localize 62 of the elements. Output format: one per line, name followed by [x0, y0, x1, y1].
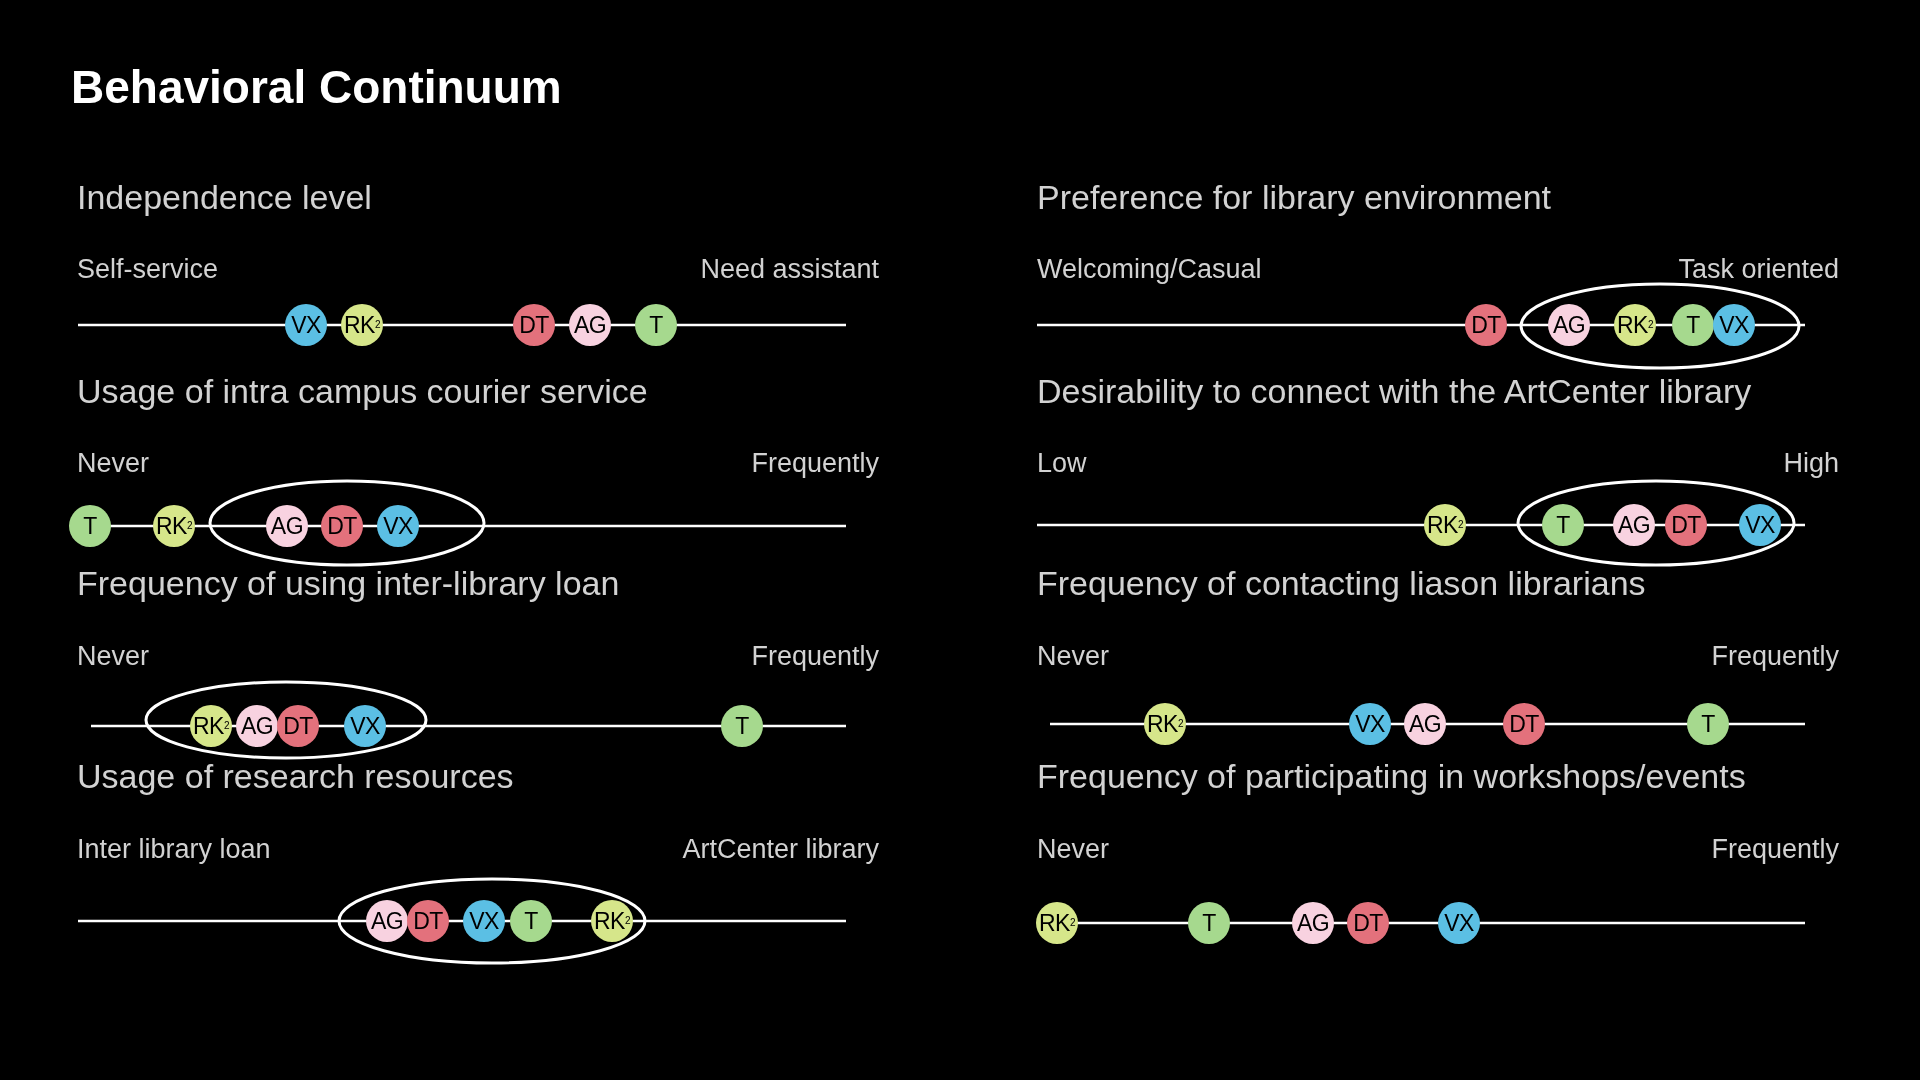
persona-circle: VX — [285, 304, 327, 346]
persona-circle: VX — [1349, 703, 1391, 745]
scale-end-label: Need assistant — [700, 252, 879, 286]
persona-circle: T — [721, 705, 763, 747]
scale-end-label: High — [1783, 446, 1839, 480]
persona-circle: T — [635, 304, 677, 346]
persona-circle: T — [1672, 304, 1714, 346]
scale-end-label: ArtCenter library — [682, 832, 879, 866]
scale-heading: Desirability to connect with the ArtCenter library — [1037, 370, 1752, 412]
scale-heading: Usage of research resources — [77, 755, 514, 797]
scale-heading: Preference for library environment — [1037, 176, 1551, 218]
scale-end-label: Task oriented — [1678, 252, 1839, 286]
persona-circle: AG — [1404, 703, 1446, 745]
persona-circle: DT — [1465, 304, 1507, 346]
scale-heading: Frequency of contacting liason librarians — [1037, 562, 1646, 604]
persona-circle: T — [510, 900, 552, 942]
persona-circle: T — [1188, 902, 1230, 944]
scale-end-label: Frequently — [751, 639, 879, 673]
grouping-ellipse — [144, 680, 428, 760]
persona-circle: DT — [1665, 504, 1707, 546]
persona-circle: DT — [321, 505, 363, 547]
persona-circle: DT — [277, 705, 319, 747]
persona-circle: AG — [569, 304, 611, 346]
grouping-ellipse — [208, 479, 486, 567]
diagram-title: Behavioral Continuum — [71, 60, 562, 116]
scale-heading: Frequency of using inter-library loan — [77, 562, 620, 604]
scale-end-label: Never — [77, 639, 150, 673]
scale-end-label: Frequently — [1711, 832, 1839, 866]
grouping-ellipse — [337, 877, 647, 965]
persona-circle: AG — [266, 505, 308, 547]
scale-heading: Usage of intra campus courier service — [77, 370, 648, 412]
persona-circle: AG — [366, 900, 408, 942]
persona-circle: AG — [1292, 902, 1334, 944]
scale-end-label: Self-service — [77, 252, 219, 286]
persona-circle: DT — [1347, 902, 1389, 944]
scale-end-label: Never — [1037, 639, 1110, 673]
grouping-ellipse — [1519, 282, 1801, 370]
persona-circle: AG — [1613, 504, 1655, 546]
scale-end-label: Frequently — [751, 446, 879, 480]
scale-end-label: Frequently — [1711, 639, 1839, 673]
scale-end-label: Never — [1037, 832, 1110, 866]
persona-circle: VX — [463, 900, 505, 942]
scale-end-label: Welcoming/Casual — [1037, 252, 1262, 286]
scale-end-label: Low — [1037, 446, 1087, 480]
persona-circle: VX — [344, 705, 386, 747]
persona-circle: T — [1687, 703, 1729, 745]
persona-circle: VX — [1713, 304, 1755, 346]
persona-circle: DT — [513, 304, 555, 346]
grouping-ellipse — [1516, 479, 1796, 567]
persona-circle: AG — [1548, 304, 1590, 346]
persona-circle: DT — [1503, 703, 1545, 745]
persona-circle: VX — [1739, 504, 1781, 546]
scale-heading: Independence level — [77, 176, 372, 218]
persona-circle: DT — [407, 900, 449, 942]
scale-end-label: Inter library loan — [77, 832, 271, 866]
scale-end-label: Never — [77, 446, 150, 480]
persona-circle: VX — [1438, 902, 1480, 944]
persona-circle: VX — [377, 505, 419, 547]
persona-circle: T — [1542, 504, 1584, 546]
persona-circle: AG — [236, 705, 278, 747]
scale-heading: Frequency of participating in workshops/events — [1037, 755, 1746, 797]
persona-circle: T — [69, 505, 111, 547]
